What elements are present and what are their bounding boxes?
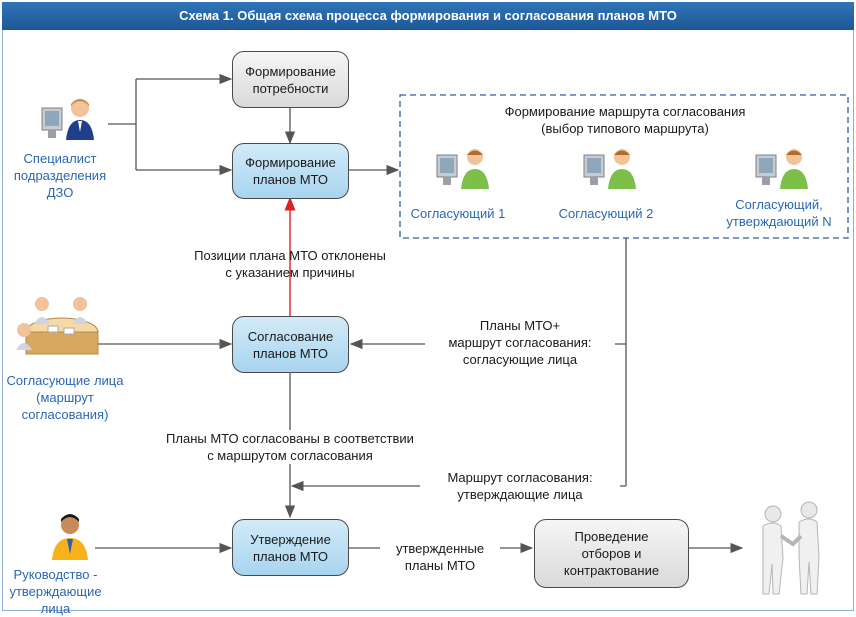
approver-1-icon [436,149,489,189]
approvers-group-label: Согласующие лица (маршрут согласования) [6,373,124,422]
route-frame [399,94,849,239]
agreed-label: Планы МТО согласованы в соответствии с м… [120,430,460,464]
approval-box: Согласование планов МТО [232,316,349,373]
manager-icon [52,514,88,560]
approver-n-icon [755,149,808,189]
approved-label: утвержденные планы МТО [380,540,500,574]
need-box: Формирование потребности [232,51,349,108]
management-label: Руководство - утверждающие лица [9,567,102,616]
plans-box: Формирование планов МТО [232,143,349,199]
handshake-icon [762,501,820,595]
specialist-label: Специалист подразделения ДЗО [13,151,107,200]
plans-route-label: Планы МТО+ маршрут согласования: согласу… [425,317,615,368]
route-title: Формирование маршрута согласования (выбо… [504,104,746,136]
contract-box: Проведение отборов и контрактование [534,519,689,588]
specialist-computer-icon [41,99,94,140]
approver-1-label: Согласующий 1 [410,206,506,221]
approver-2-icon [583,149,636,189]
approver-2-label: Согласующий 2 [558,206,654,221]
route-approvers-label: Маршрут согласования: утверждающие лица [420,469,620,503]
rejected-label: Позиции плана МТО отклонены с указанием … [194,248,386,280]
meeting-table-icon [16,297,99,355]
diagram-title: Схема 1. Общая схема процесса формирован… [2,2,854,30]
confirm-box: Утверждение планов МТО [232,519,349,576]
approver-n-label: Согласующий, утверждающий N [726,197,832,229]
